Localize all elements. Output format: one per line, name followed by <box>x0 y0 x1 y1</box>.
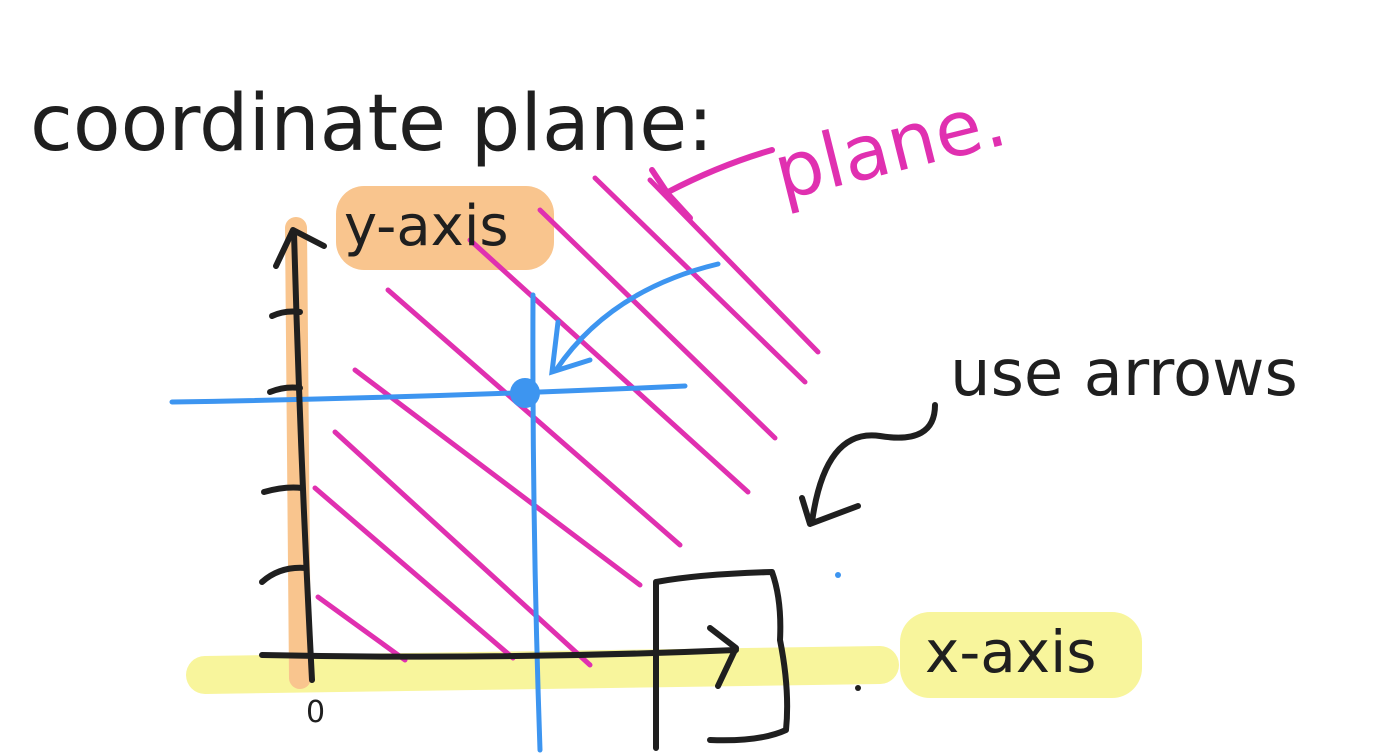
x-axis-line <box>259 647 739 660</box>
point-marker <box>169 261 841 753</box>
hatch-line <box>352 367 643 588</box>
plane-arrow-icon <box>649 147 775 221</box>
x-axis-label: x-axis <box>925 618 1096 686</box>
hatch-line <box>537 207 778 441</box>
y-tick <box>267 384 303 395</box>
origin-label: 0 <box>306 695 325 730</box>
highlights <box>186 186 1142 698</box>
y-axis-label-highlight <box>336 186 554 270</box>
page-title: coordinate plane: <box>30 79 714 169</box>
use-arrows-pointer-icon <box>809 402 938 525</box>
y-axis-arrowhead-icon <box>273 227 327 269</box>
plane-label: plane. <box>765 74 1015 217</box>
hatch-line <box>467 237 751 495</box>
hatch-line <box>332 429 593 668</box>
y-tick <box>261 484 305 495</box>
arrow-highlight-bracket <box>653 569 791 751</box>
use-arrows-pointer-head <box>799 495 861 527</box>
axes <box>259 227 938 751</box>
y-axis-label: y-axis <box>344 194 509 259</box>
hatch-line <box>592 175 808 385</box>
y-tick <box>259 564 309 585</box>
x-axis-label-highlight <box>900 612 1142 698</box>
hatch-line <box>315 594 408 663</box>
use-arrows-label: use arrows <box>950 337 1298 411</box>
x-axis-highlight <box>186 646 899 694</box>
y-tick <box>269 308 303 319</box>
x-axis-arrowhead-icon <box>707 625 739 689</box>
hatch-line <box>312 485 516 661</box>
y-axis-line <box>291 229 315 683</box>
